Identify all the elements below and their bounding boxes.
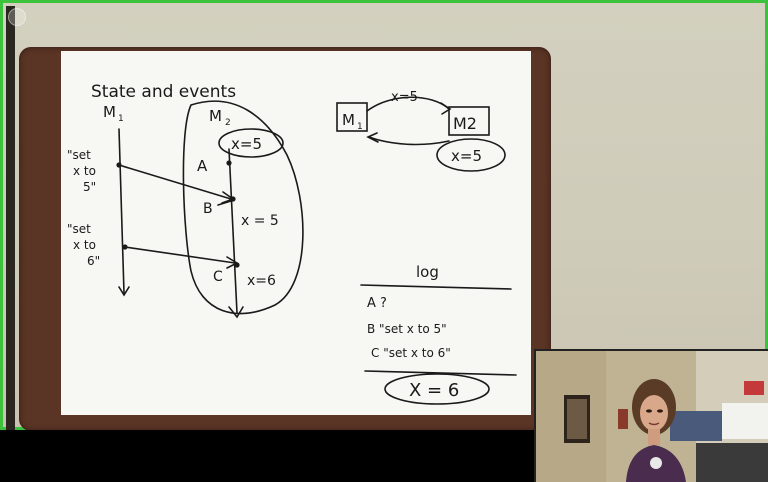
m1-arrowhead (118, 286, 130, 297)
m1-event-dot-1 (116, 162, 122, 168)
event-1-line-3: 5" (83, 180, 96, 194)
webcam-overlay (534, 349, 768, 482)
whiteboard-drawing: State and events M 1 M 2 x=5 "set x to 5… (67, 82, 517, 405)
video-badge-icon (8, 8, 26, 26)
log-entry-b: B "set x to 5" (367, 322, 447, 336)
webcam-scene (536, 351, 768, 482)
log-result-ellipse (384, 373, 490, 405)
wall-edge (6, 6, 15, 430)
log-footer-line (364, 370, 517, 376)
m2-subscript: 2 (225, 118, 231, 128)
right-m1-subscript: 1 (357, 122, 363, 132)
m1-timeline (118, 128, 125, 294)
event-2-line-2: x to (73, 238, 96, 252)
m2-timeline (228, 148, 238, 314)
state-after-c: x=6 (247, 273, 276, 289)
m2-state-ellipse (436, 138, 506, 172)
m2-oval (182, 100, 304, 315)
point-b-label: B (203, 201, 213, 217)
m2-label: M (209, 107, 222, 125)
log-header-line (360, 284, 512, 290)
right-m2-state: x=5 (451, 147, 482, 165)
log-result: X = 6 (409, 380, 459, 401)
whiteboard: State and events M 1 M 2 x=5 "set x to 5… (61, 51, 531, 415)
m2-dot-a (226, 160, 232, 166)
state-after-b: x = 5 (241, 213, 279, 229)
point-a-label: A (197, 157, 208, 175)
log-entry-a: A ? (367, 296, 387, 311)
m2-dot-c (234, 262, 240, 268)
right-arrow-bottom (368, 136, 450, 146)
right-arrow-label: x=5 (391, 90, 418, 105)
state-bubble-text: x=5 (231, 135, 262, 153)
event-1-arrow (118, 164, 232, 200)
m1-label: M (103, 103, 116, 121)
m1-subscript: 1 (118, 114, 124, 124)
wall-decor (618, 409, 628, 429)
event-2-line-3: 6" (87, 254, 100, 268)
log-heading: log (416, 263, 439, 281)
red-sign (744, 381, 764, 395)
m1-event-dot-2 (122, 244, 128, 250)
right-m2-label: M2 (453, 114, 477, 133)
shelf (670, 411, 722, 441)
presenter (626, 379, 686, 482)
event-2-line-1: "set (67, 222, 91, 236)
right-arrowhead-bottom (366, 132, 379, 143)
video-scene: State and events M 1 M 2 x=5 "set x to 5… (0, 0, 768, 431)
point-c-label: C (213, 269, 223, 285)
board-title: State and events (91, 82, 236, 102)
background-whiteboard (722, 403, 768, 439)
event-2-arrow (124, 246, 236, 264)
m1-box (336, 102, 368, 132)
right-m1-label: M (342, 111, 355, 129)
state-bubble-ellipse (218, 128, 284, 158)
right-arrowhead-top (440, 102, 452, 115)
m2-dot-b (230, 196, 236, 202)
event-1-line-2: x to (73, 164, 96, 178)
m2-box (448, 106, 490, 136)
b-pointer (217, 200, 232, 206)
event-1-line-1: "set (67, 148, 91, 162)
m2-arrowhead (228, 306, 244, 319)
desk-equipment (696, 443, 768, 482)
log-entry-c: C "set x to 6" (371, 346, 451, 360)
